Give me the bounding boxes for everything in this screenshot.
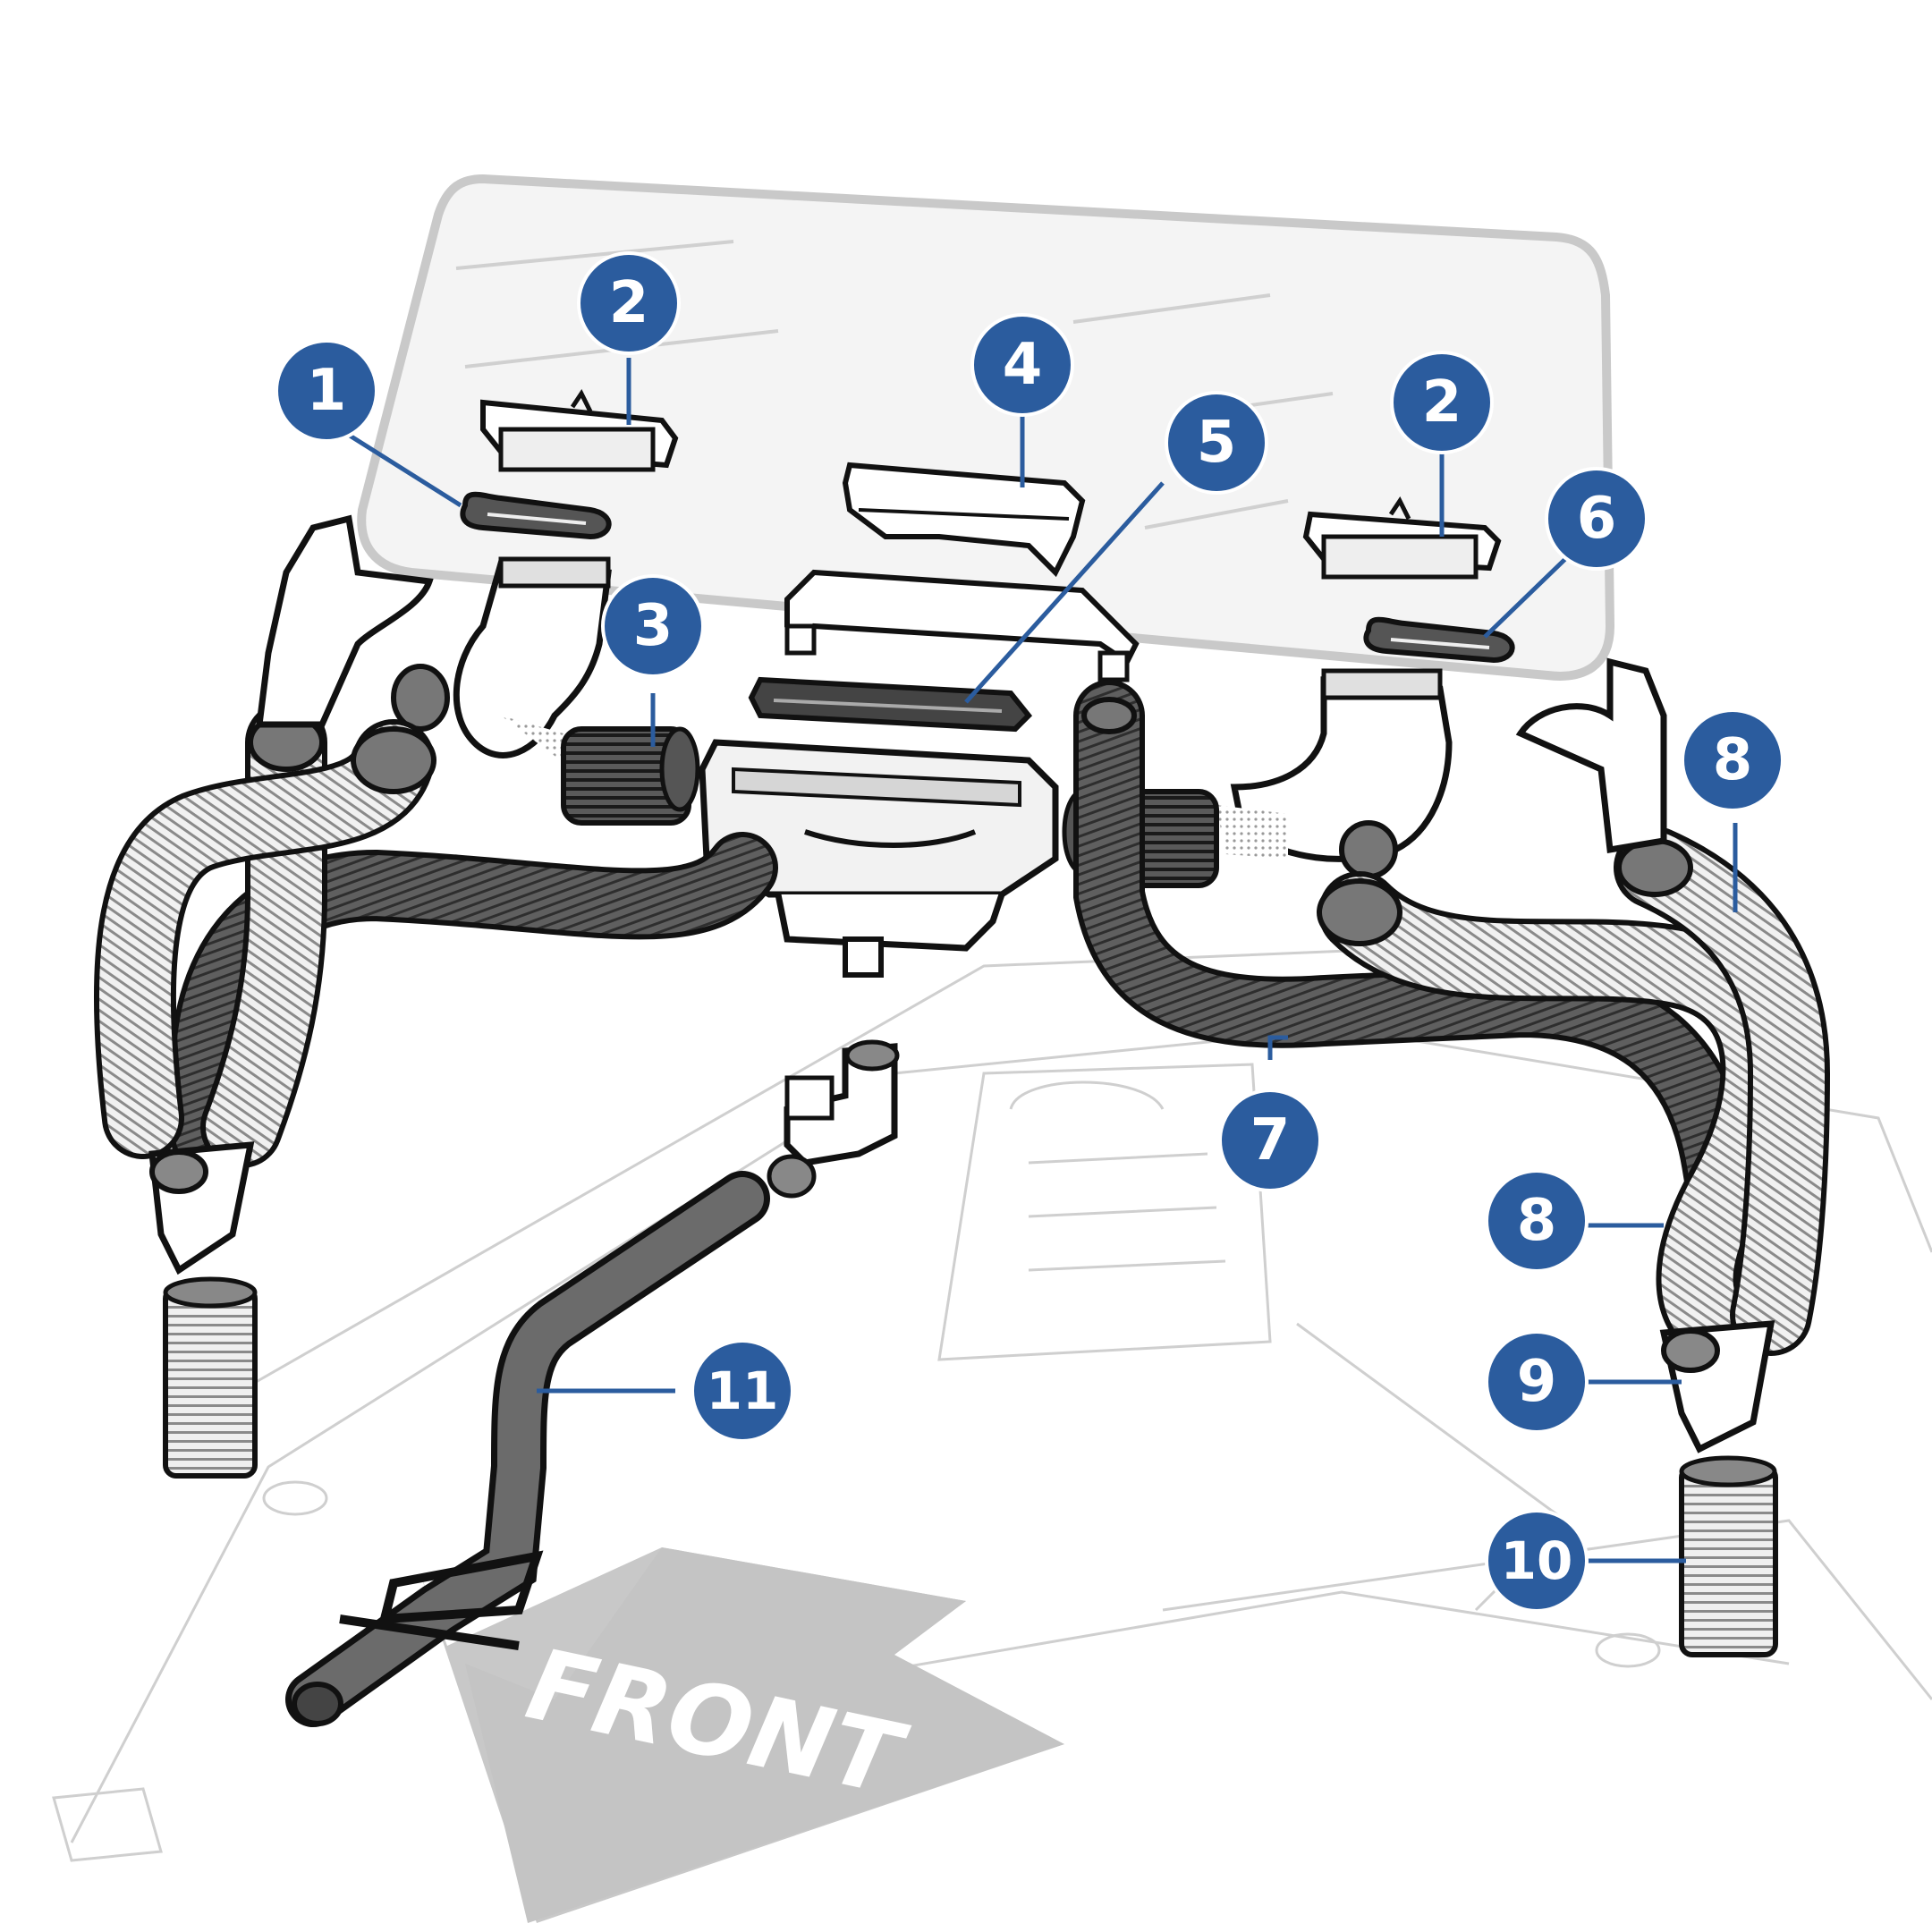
svg-text:9: 9: [1517, 1349, 1557, 1415]
left-elbow-housing: [391, 556, 612, 769]
center-frame: [784, 569, 1140, 682]
vent-grille-right: [1363, 616, 1515, 664]
drain-hose-clamp: [339, 1550, 544, 1650]
center-gasket: [748, 676, 1033, 733]
callout-10: 10: [1485, 1509, 1589, 1613]
svg-text:8: 8: [1517, 1188, 1557, 1254]
callout-3: 3: [601, 574, 705, 678]
callout-1: 1: [275, 339, 378, 443]
y-junction-right: [1659, 1320, 1775, 1453]
duct-coupler-left: [561, 726, 700, 826]
svg-text:1: 1: [307, 358, 347, 424]
elbow-fitting: [767, 1039, 900, 1199]
front-arrow: FRONT: [420, 1547, 1064, 1923]
callout-6: 6: [1545, 467, 1648, 571]
svg-text:7: 7: [1250, 1107, 1291, 1174]
distribution-box: [699, 739, 1059, 978]
vent-grille-left: [460, 491, 612, 540]
y-junction-left: [148, 1141, 255, 1275]
svg-text:11: 11: [707, 1360, 779, 1421]
svg-text:10: 10: [1501, 1530, 1573, 1591]
end-duct-right: [1679, 1455, 1778, 1657]
svg-text:5: 5: [1197, 410, 1237, 476]
callout-2-right: 2: [1390, 351, 1494, 454]
svg-text:8: 8: [1713, 727, 1753, 793]
side-diffuser-left: [256, 514, 434, 728]
callout-11: 11: [691, 1339, 794, 1443]
svg-text:4: 4: [1003, 332, 1043, 398]
right-elbow-housing: [1216, 668, 1453, 879]
floor-outline: [52, 946, 1932, 1862]
leader-lines: [338, 358, 1738, 1563]
vent-cover-right: [1302, 496, 1502, 580]
callout-8-bottom: 8: [1485, 1169, 1589, 1273]
callout-5: 5: [1165, 391, 1268, 495]
svg-text:3: 3: [633, 593, 674, 659]
callout-9: 9: [1485, 1330, 1589, 1434]
center-vent: [842, 462, 1086, 578]
side-diffuser-right: [1515, 657, 1667, 854]
callout-8-top: 8: [1681, 708, 1784, 812]
svg-text:2: 2: [1422, 369, 1462, 436]
svg-text:2: 2: [609, 270, 649, 336]
end-duct-left: [163, 1276, 258, 1479]
callout-7: 7: [1218, 1089, 1322, 1192]
svg-text:6: 6: [1577, 486, 1617, 552]
callout-2-left: 2: [577, 251, 681, 355]
callout-4: 4: [970, 313, 1074, 417]
callouts: 1 2 2 3 4 5 6 7: [275, 251, 1784, 1613]
